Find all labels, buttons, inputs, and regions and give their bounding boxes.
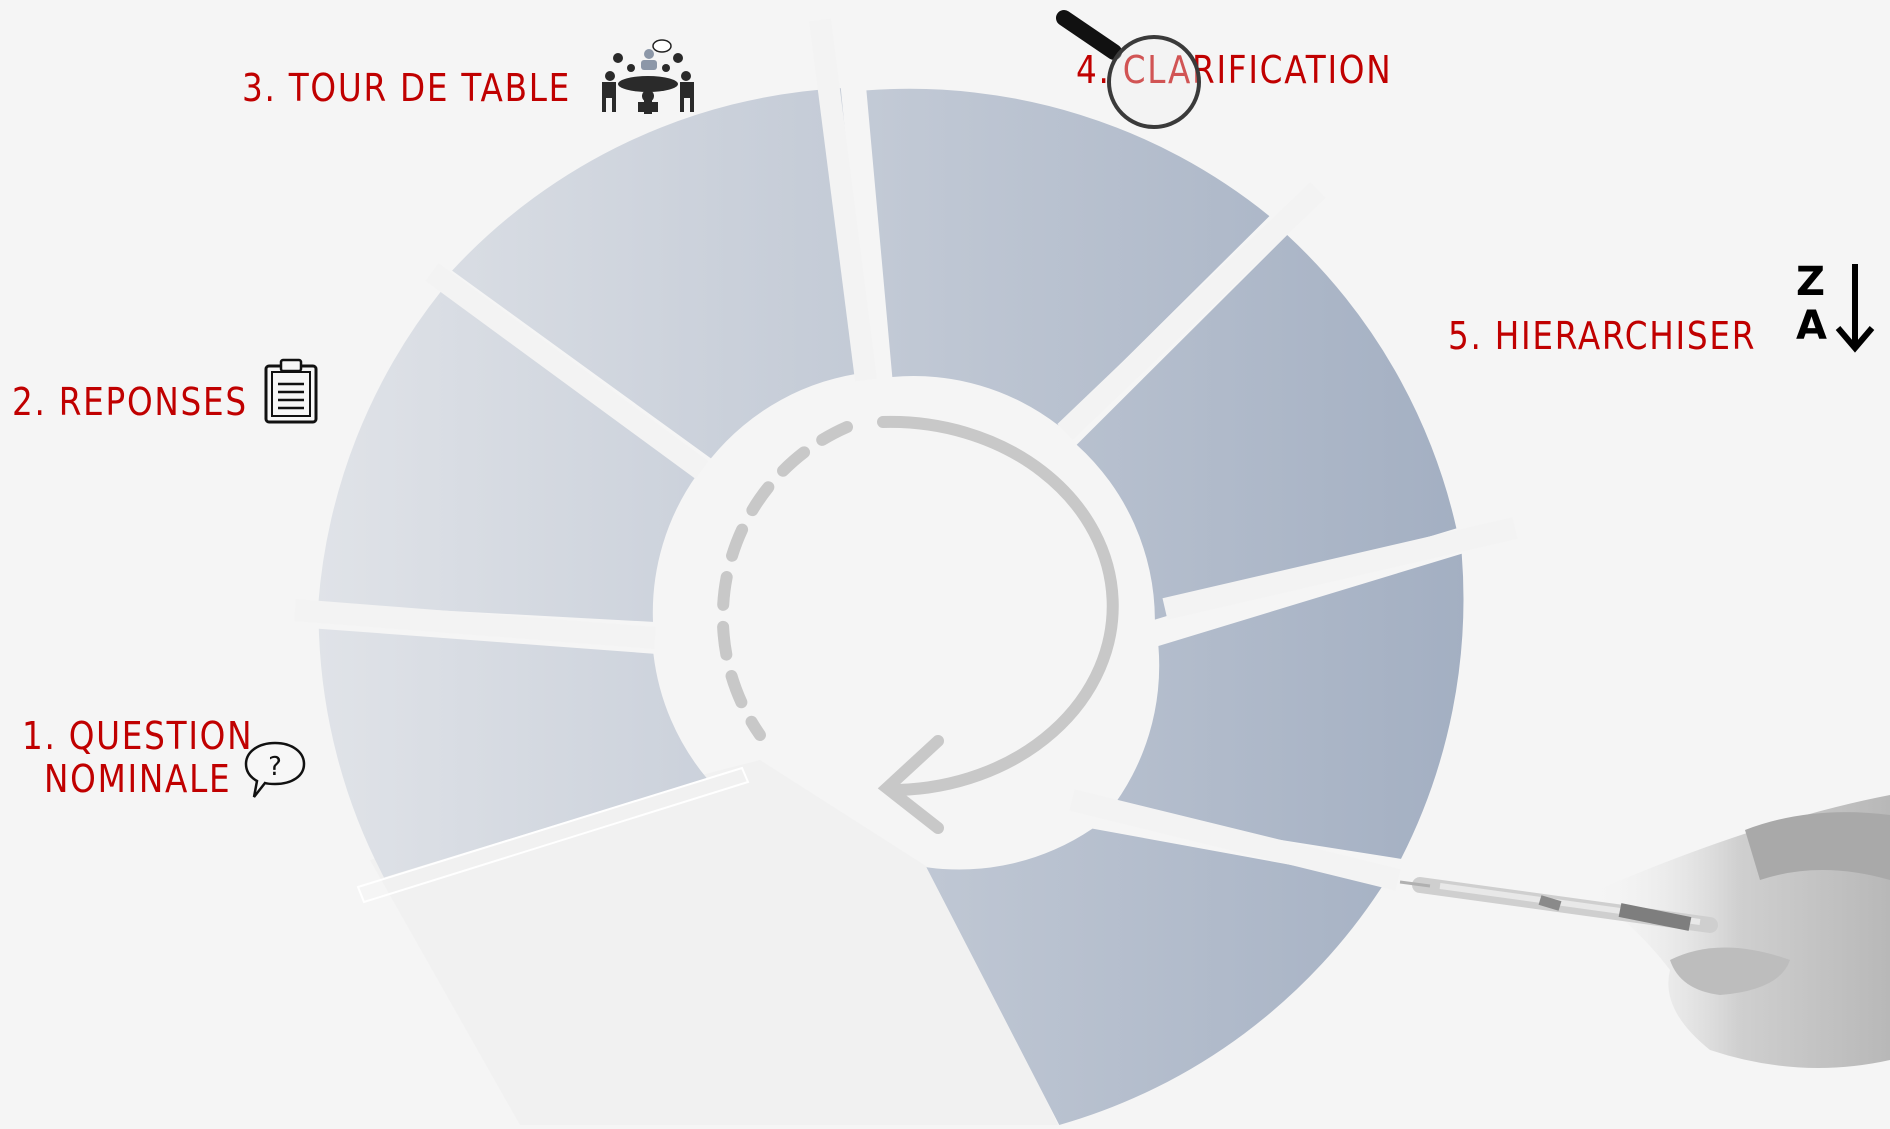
cycle-arrow-icon — [723, 422, 1113, 828]
step-5-label: 5. HIERARCHISER — [1448, 314, 1756, 358]
step-1-label: 1. QUESTION — [22, 714, 253, 758]
magnifying-glass-icon — [1052, 4, 1202, 130]
step-2-label: 2. REPONSES — [12, 380, 248, 424]
sort-letter-top: Z — [1796, 260, 1825, 304]
svg-text:?: ? — [268, 752, 282, 782]
step-1-label-line2: NOMINALE — [44, 757, 231, 801]
clipboard-icon — [263, 358, 319, 424]
sort-letter-bottom: A — [1796, 304, 1827, 348]
sort-z-a-descending-icon: Z A — [1796, 260, 1880, 356]
round-table-meeting-icon — [598, 38, 698, 114]
step-3-label: 3. TOUR DE TABLE — [242, 66, 571, 110]
speech-bubble-question-icon: ? — [242, 740, 308, 802]
hand-with-syringe-image — [1400, 795, 1890, 1068]
